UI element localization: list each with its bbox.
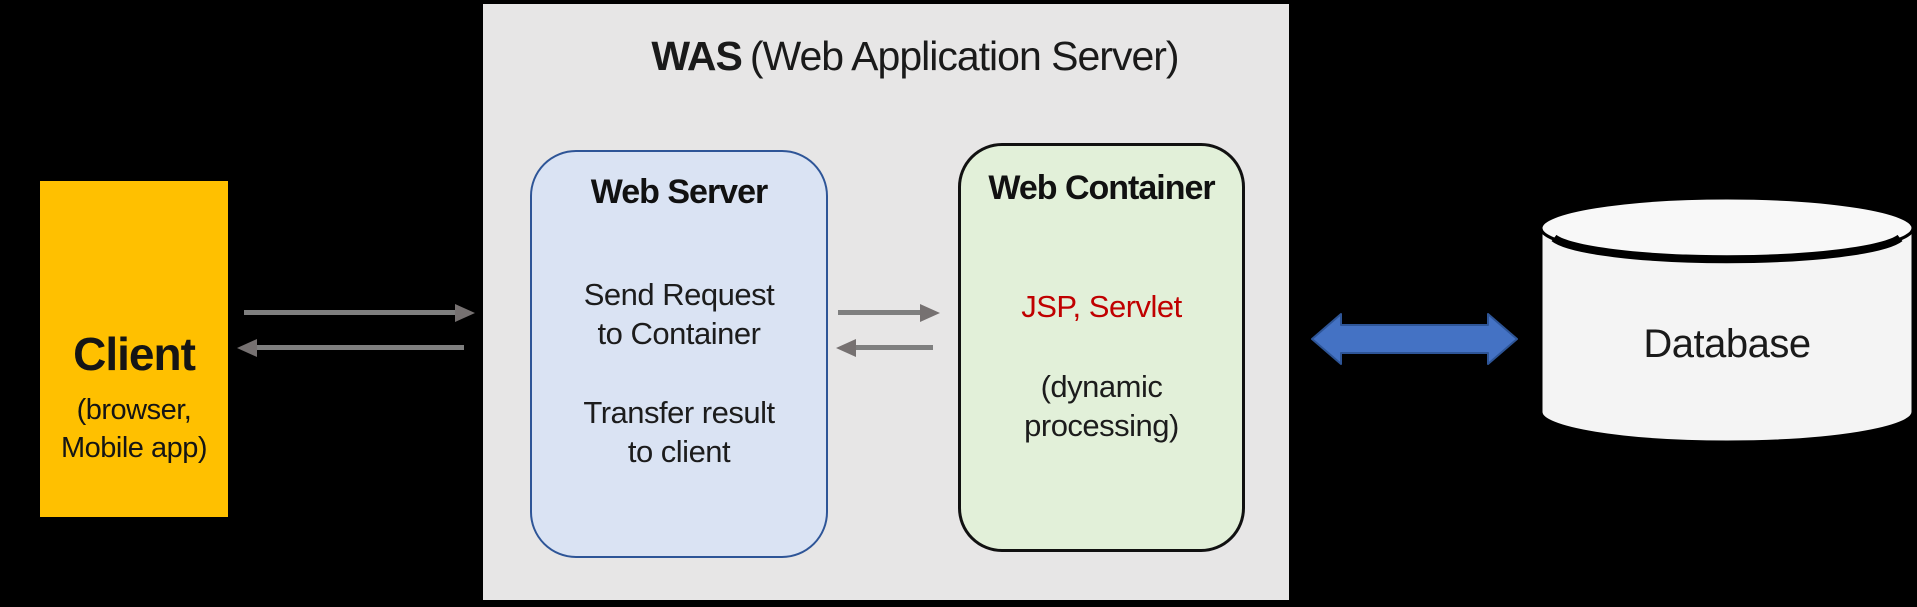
was-box: WAS(Web Application Server) Web Server S… bbox=[483, 4, 1289, 600]
client-to-was-arrow-line bbox=[244, 310, 456, 315]
web-server-box: Web Server Send Request to Container Tra… bbox=[530, 150, 828, 558]
web-server-body-line2: to Container bbox=[597, 316, 761, 351]
was-to-client-arrow-icon bbox=[237, 339, 257, 357]
web-container-body-line2: processing) bbox=[1024, 408, 1179, 443]
web-container-highlight: JSP, Servlet bbox=[1021, 289, 1182, 324]
web-server-body-line3: Transfer result bbox=[583, 395, 775, 430]
server-to-container-arrow-icon bbox=[920, 304, 940, 322]
was-title-abbrev: WAS bbox=[651, 33, 742, 79]
database-label: Database bbox=[1643, 322, 1811, 366]
client-subtitle-line1: (browser, bbox=[76, 394, 192, 426]
server-to-container-arrow-line bbox=[838, 310, 921, 315]
container-to-server-arrow-line bbox=[854, 345, 933, 350]
client-subtitle-line2: Mobile app) bbox=[60, 432, 208, 464]
client-box: Client (browser, Mobile app) bbox=[40, 181, 228, 517]
was-to-client-arrow-line bbox=[255, 345, 464, 350]
web-server-title: Web Server bbox=[590, 173, 768, 211]
container-to-server-arrow-icon bbox=[836, 339, 856, 357]
was-database-double-arrow-icon bbox=[1311, 313, 1518, 365]
client-title: Client bbox=[73, 328, 196, 380]
web-server-body-line4: to client bbox=[627, 434, 731, 469]
was-title: WAS(Web Application Server) bbox=[512, 30, 1318, 82]
web-container-body-line1: (dynamic bbox=[1040, 369, 1163, 404]
web-server-body-line1: Send Request bbox=[583, 277, 775, 312]
client-to-was-arrow-icon bbox=[455, 304, 475, 322]
database-cylinder-icon bbox=[1539, 196, 1915, 444]
web-container-title: Web Container bbox=[988, 169, 1215, 207]
was-title-full: (Web Application Server) bbox=[749, 33, 1180, 79]
web-container-box: Web Container JSP, Servlet (dynamic proc… bbox=[958, 143, 1245, 552]
